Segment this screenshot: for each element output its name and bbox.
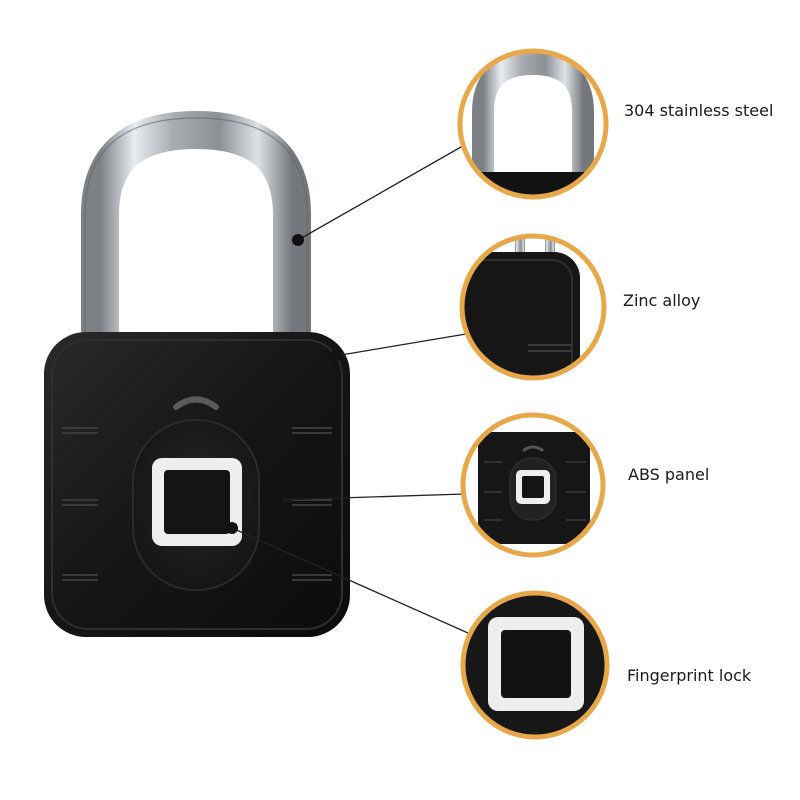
padlock: [44, 110, 350, 637]
callout-label-stainless-steel: 304 stainless steel: [624, 101, 774, 120]
side-grooves: [62, 427, 332, 581]
leader-lines: [226, 142, 469, 634]
zoom-circle-shackle: [457, 48, 609, 200]
callout-label-zinc-alloy: Zinc alloy: [623, 291, 701, 310]
callout-label-abs-panel: ABS panel: [628, 465, 710, 484]
padlock-shackle: [81, 110, 311, 335]
zoom-circle-panel: [460, 412, 606, 558]
zoom-circle-fingerprint: [460, 590, 610, 740]
zoom-circle-body: [459, 233, 607, 381]
fingerprint-sensor-icon: [152, 458, 242, 546]
led-indicator: [173, 396, 219, 410]
callout-label-fingerprint-lock: Fingerprint lock: [627, 666, 752, 685]
